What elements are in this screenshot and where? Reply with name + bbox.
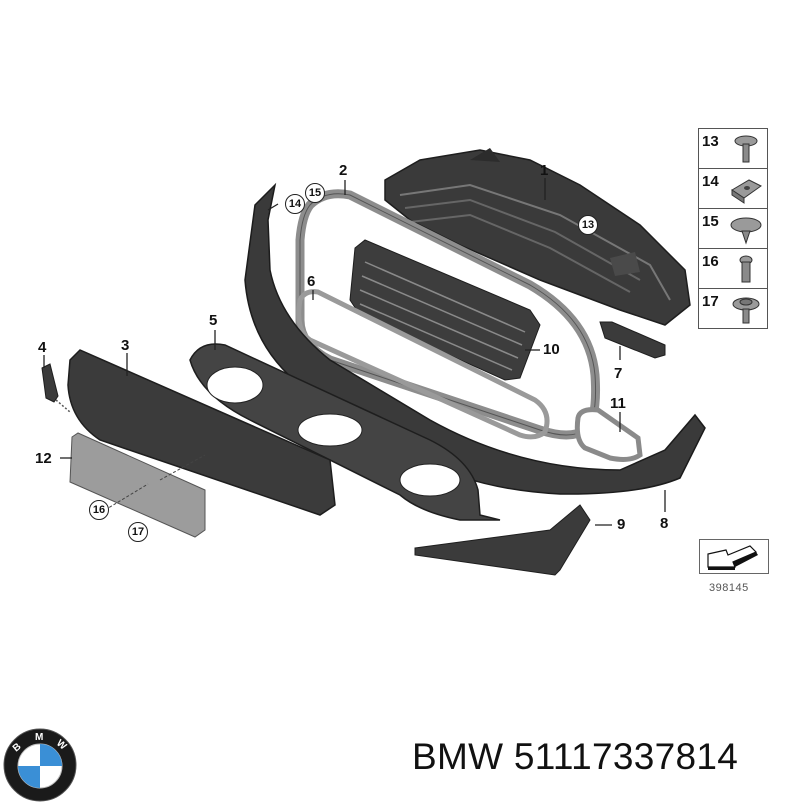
- screw-with-washer-icon: [734, 135, 758, 163]
- part-11-fog-trim: [574, 407, 643, 462]
- circled-callout-14: 14: [285, 194, 305, 214]
- circled-callout-16: 16: [89, 500, 109, 520]
- legend-number: 16: [702, 253, 719, 270]
- forward-arrow-icon: [707, 545, 758, 570]
- legend-number: 17: [702, 293, 719, 310]
- legend-row-16: 16: [699, 249, 767, 289]
- circled-callout-17: 17: [128, 522, 148, 542]
- callout-8: 8: [660, 515, 669, 532]
- part-7-side-bracket: [599, 321, 666, 359]
- callout-3: 3: [121, 337, 130, 354]
- brand-name: BMW: [412, 736, 504, 777]
- part-number: 51117337814: [513, 736, 739, 777]
- callout-10: 10: [543, 341, 560, 358]
- hardware-legend: 13 14 15 16: [698, 128, 768, 329]
- part-3-lower-spoiler: [67, 349, 336, 516]
- bmw-logo: B M W: [3, 728, 77, 802]
- legend-row-13: 13: [699, 129, 767, 169]
- callout-7: 7: [614, 365, 623, 382]
- legend-row-14: 14: [699, 169, 767, 209]
- clip-nut-icon: [731, 179, 762, 204]
- part-10-mesh-grille: [349, 239, 541, 381]
- callout-4: 4: [38, 339, 47, 356]
- logo-letter-m: M: [35, 732, 43, 743]
- callout-9: 9: [617, 516, 626, 533]
- callout-6: 6: [307, 273, 316, 290]
- callout-2: 2: [339, 162, 348, 179]
- callout-11: 11: [610, 395, 626, 412]
- flange-screw-icon: [732, 297, 760, 324]
- legend-row-17: 17: [699, 289, 767, 328]
- callout-1: 1: [540, 162, 549, 179]
- part-number-caption: BMW 51117337814: [412, 736, 738, 778]
- part-1-grille: [384, 148, 691, 326]
- callout-12: 12: [35, 450, 52, 467]
- circled-callout-15: 15: [305, 183, 325, 203]
- part-5-lower-intake-frame: [189, 343, 501, 521]
- legend-number: 14: [702, 173, 719, 190]
- part-9-corner-trim: [414, 504, 591, 576]
- legend-number: 13: [702, 133, 719, 150]
- part-12-plate-holder: [69, 432, 206, 538]
- part-4-bracket: [41, 363, 59, 403]
- circled-callout-13: 13: [578, 215, 598, 235]
- expanding-rivet-icon: [730, 217, 762, 245]
- part-6-trim-strip: [296, 289, 550, 440]
- legend-number: 15: [702, 213, 719, 230]
- legend-row-15: 15: [699, 209, 767, 249]
- bolt-icon: [739, 255, 753, 283]
- callout-5: 5: [209, 312, 218, 329]
- reference-number: 398145: [709, 582, 749, 594]
- direction-reference-box: [699, 539, 769, 574]
